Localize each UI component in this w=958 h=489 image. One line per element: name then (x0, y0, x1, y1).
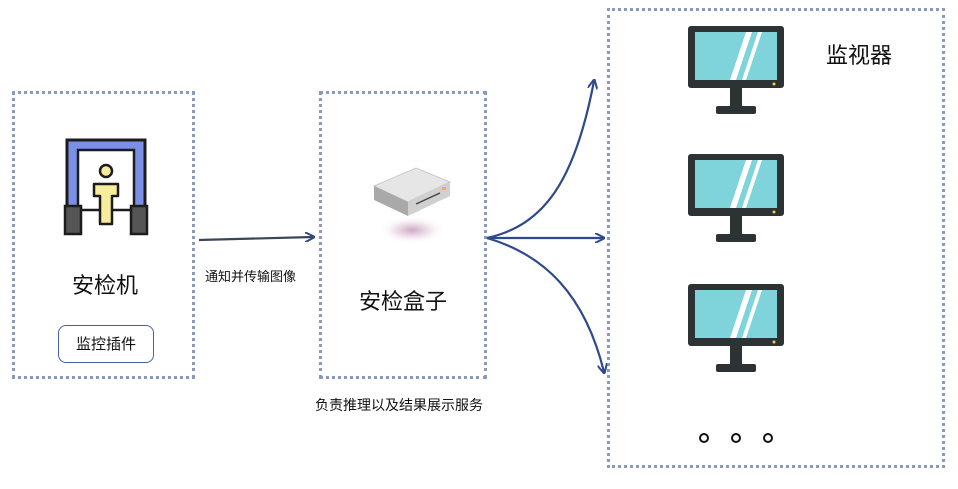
security-gate-icon (63, 138, 149, 236)
monitor-plugin-button[interactable]: 监控插件 (58, 325, 154, 363)
ellipsis-dot (699, 433, 709, 443)
edge-box-title: 安检盒子 (358, 290, 447, 315)
notify-label: 通知并传输图像 (205, 270, 297, 285)
ellipsis-dot (731, 433, 741, 443)
monitor-icon (688, 284, 784, 372)
edge-box-group (319, 91, 487, 379)
ellipsis-dot (763, 433, 773, 443)
monitor-icon (688, 154, 784, 242)
monitors-title: 监视器 (826, 44, 893, 69)
monitors-group (607, 8, 945, 468)
edge-box-caption: 负责推理以及结果展示服务 (315, 398, 483, 414)
monitor-icon (688, 26, 784, 114)
fan-out-arrows (486, 81, 604, 372)
edge-box-device-icon (372, 167, 452, 244)
scanner-title: 安检机 (71, 274, 138, 299)
security-scanner-group (12, 91, 195, 379)
